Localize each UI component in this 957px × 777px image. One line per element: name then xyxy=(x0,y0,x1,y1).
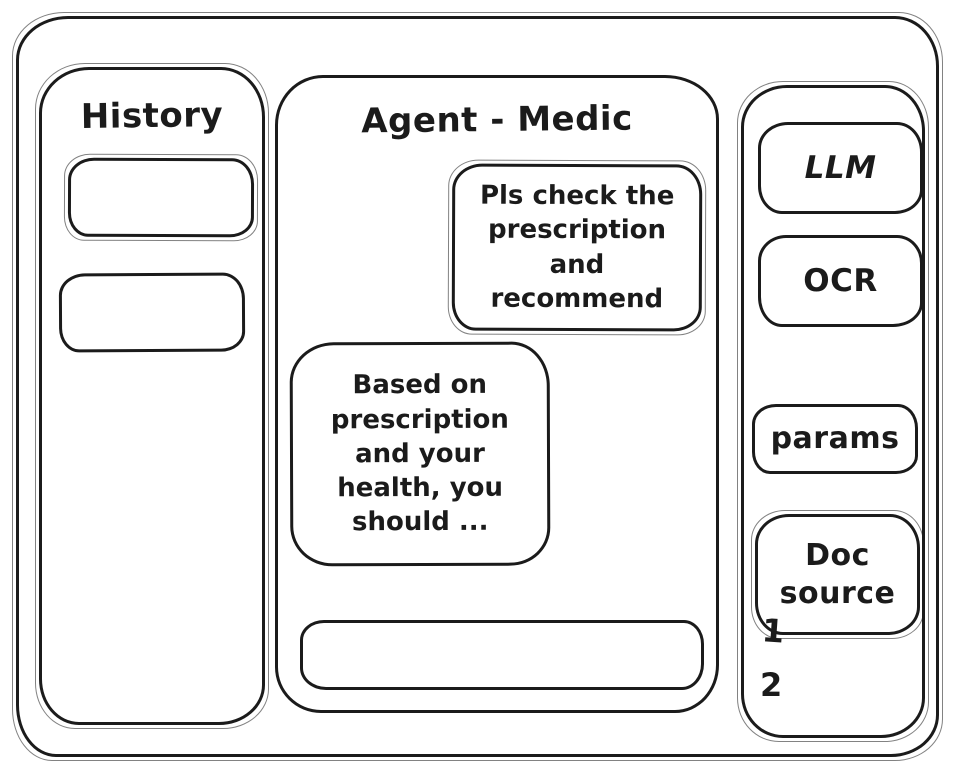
llm-button[interactable]: LLM xyxy=(758,122,923,214)
history-item-1[interactable] xyxy=(67,157,255,238)
params-button[interactable]: params xyxy=(752,404,918,474)
doc-source-item-2[interactable]: 2 xyxy=(760,666,783,704)
chat-message-assistant: Based on prescription and your health, y… xyxy=(289,341,551,567)
history-sidebar: History xyxy=(35,63,269,729)
chat-title: Agent - Medic xyxy=(361,98,633,142)
ocr-button[interactable]: OCR xyxy=(758,235,923,327)
chat-message-user-text: Pls check the prescription and recommend xyxy=(479,180,675,315)
history-title: History xyxy=(80,95,224,137)
app-window-frame: History Agent - Medic Pls check the pres… xyxy=(12,12,943,761)
history-item-2[interactable] xyxy=(58,272,246,353)
chat-panel: Agent - Medic Pls check the prescription… xyxy=(275,75,719,713)
doc-source-item-1[interactable]: 1 xyxy=(760,611,787,651)
tools-sidebar: LLM OCR params Doc source 1 2 xyxy=(737,81,929,742)
chat-message-assistant-text: Based on prescription and your health, y… xyxy=(330,369,509,538)
chat-message-user: Pls check the prescription and recommend xyxy=(451,163,703,332)
chat-input[interactable] xyxy=(300,620,704,690)
